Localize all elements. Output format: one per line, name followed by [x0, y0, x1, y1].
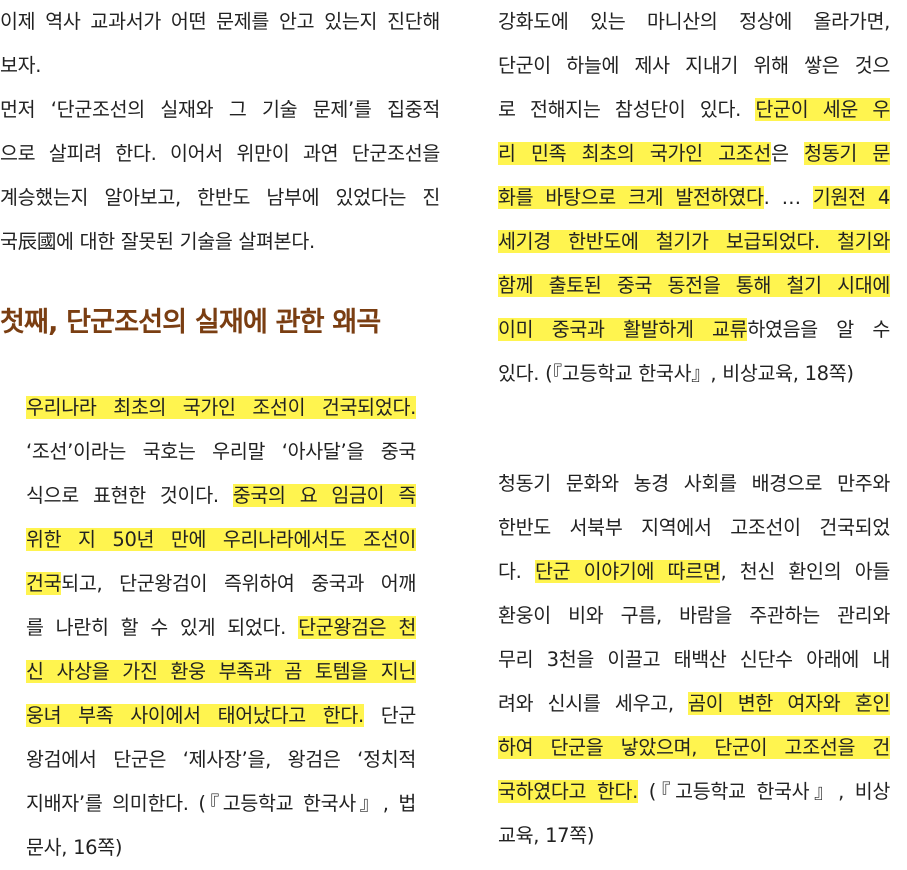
quote-line: 있다. (『고등학교 한국사』, 비상교육, 18쪽)	[498, 362, 854, 385]
highlighted-text: 함께 출토된 중국 동전을 통해 철기 시대에	[498, 274, 890, 297]
left-column: 이제 역사 교과서가 어떤 문제를 안고 있는지 진단해 보자. 먼저 ‘단군조…	[0, 0, 440, 264]
quote-text: 되고, 단군왕검이 즉위하여 중국과 어깨	[61, 572, 416, 595]
quote-line: 건국되고, 단군왕검이 즉위하여 중국과 어깨	[26, 562, 416, 606]
textbook-quote-left: 우리나라 최초의 국가인 조선이 건국되었다. ‘조선’이라는 국호는 우리말 …	[26, 386, 416, 870]
intro-line: 이제 역사 교과서가 어떤 문제를 안고 있는지 진단해	[0, 10, 440, 33]
highlighted-text: 중국의 요 임금이 즉	[232, 484, 416, 507]
highlighted-text: 화를 바탕으로 크게 발전하였다	[498, 186, 764, 209]
quote-line: 청동기 문화와 농경 사회를 배경으로 만주와	[498, 472, 890, 495]
quote-text: 려와 신시를 세우고,	[498, 692, 689, 715]
quote-text: 은	[771, 142, 805, 165]
quote-text: 다.	[498, 560, 535, 583]
quote-line: 로 전해지는 참성단이 있다. 단군이 세운 우	[498, 88, 890, 132]
highlighted-text: 세기경 한반도에 철기가 보급되었다. 철기와	[498, 230, 890, 253]
quote-line: 단군이 하늘에 제사 지내기 위해 쌓은 것으	[498, 54, 890, 77]
quote-text: 로 전해지는 참성단이 있다.	[498, 98, 756, 121]
highlighted-text: 신 사상을 가진 환웅 부족과 곰 토템을 지닌	[26, 660, 416, 683]
quote-line: 함께 출토된 중국 동전을 통해 철기 시대에	[498, 264, 890, 308]
quote-line: 강화도에 있는 마니산의 정상에 올라가면,	[498, 10, 890, 33]
highlighted-text: 단군이 세운 우	[755, 98, 890, 121]
quote-line: 교육, 17쪽)	[498, 824, 595, 847]
quote-line: 한반도 서북부 지역에서 고조선이 건국되었	[498, 516, 890, 539]
highlighted-text: 청동기 문	[804, 142, 890, 165]
quote-text: (『고등학교 한국사』, 비상	[638, 780, 891, 803]
quote-line: 지배자’를 의미한다. (『고등학교 한국사』, 법	[26, 792, 416, 815]
intro-line: 먼저 ‘단군조선의 실재와 그 기술 문제’를 집중적	[0, 98, 440, 121]
quote-line: 신 사상을 가진 환웅 부족과 곰 토템을 지닌	[26, 650, 416, 694]
textbook-quote-right-2: 청동기 문화와 농경 사회를 배경으로 만주와 한반도 서북부 지역에서 고조선…	[498, 462, 890, 858]
highlighted-text: 이미 중국과 활발하게 교류	[498, 318, 748, 341]
quote-line: 리 민족 최초의 국가인 고조선은 청동기 문	[498, 132, 890, 176]
quote-text: 하였음을 알 수	[747, 318, 890, 341]
highlighted-text: 위한 지 50년 만에 우리나라에서도 조선이	[26, 528, 416, 551]
section-heading: 첫째, 단군조선의 실재에 관한 왜곡	[0, 307, 381, 338]
intro-line: 국辰國에 대한 잘못된 기술을 살펴본다.	[0, 230, 315, 253]
quote-line: 왕검에서 단군은 ‘제사장’을, 왕검은 ‘정치적	[26, 748, 416, 771]
quote-line: 려와 신시를 세우고, 곰이 변한 여자와 혼인	[498, 682, 890, 726]
quote-line: 문사, 16쪽)	[26, 836, 123, 859]
highlighted-text: 건국	[26, 572, 62, 595]
intro-paragraph: 이제 역사 교과서가 어떤 문제를 안고 있는지 진단해 보자. 먼저 ‘단군조…	[0, 0, 440, 264]
quote-line: 국하였다고 한다. (『고등학교 한국사』, 비상	[498, 770, 890, 814]
intro-line: 으로 살피려 한다. 이어서 위만이 과연 단군조선을	[0, 142, 440, 165]
quote-line: 를 나란히 할 수 있게 되었다. 단군왕검은 천	[26, 606, 416, 650]
quote-text: . …	[763, 186, 813, 209]
quote-line: 화를 바탕으로 크게 발전하였다. … 기원전 4	[498, 176, 890, 220]
highlighted-text: 단군왕검은 천	[298, 616, 416, 639]
quote-line: 다. 단군 이야기에 따르면, 천신 환인의 아들	[498, 550, 890, 594]
quote-text: 를 나란히 할 수 있게 되었다.	[26, 616, 299, 639]
highlighted-text: 국하였다고 한다.	[498, 780, 639, 803]
quote-line: 식으로 표현한 것이다. 중국의 요 임금이 즉	[26, 474, 416, 518]
quote-line: 하여 단군을 낳았으며, 단군이 고조선을 건	[498, 726, 890, 770]
quote-line: 위한 지 50년 만에 우리나라에서도 조선이	[26, 518, 416, 562]
intro-line: 보자.	[0, 54, 42, 77]
intro-line: 계승했는지 알아보고, 한반도 남부에 있었다는 진	[0, 186, 440, 209]
quote-line: 이미 중국과 활발하게 교류하였음을 알 수	[498, 308, 890, 352]
textbook-quote-right-1: 강화도에 있는 마니산의 정상에 올라가면, 단군이 하늘에 제사 지내기 위해…	[498, 0, 890, 396]
highlighted-text: 웅녀 부족 사이에서 태어났다고 한다.	[26, 704, 364, 727]
quote-line: 환웅이 비와 구름, 바람을 주관하는 관리와	[498, 604, 890, 627]
quote-line: 무리 3천을 이끌고 태백산 신단수 아래에 내	[498, 648, 890, 671]
quote-line: ‘조선’이라는 국호는 우리말 ‘아사달’을 중국	[26, 440, 416, 463]
highlighted-text: 곰이 변한 여자와 혼인	[688, 692, 890, 715]
highlighted-text: 리 민족 최초의 국가인 고조선	[498, 142, 772, 165]
quote-line: 우리나라 최초의 국가인 조선이 건국되었다.	[26, 386, 416, 430]
highlighted-text: 우리나라 최초의 국가인 조선이 건국되었다.	[26, 396, 416, 419]
quote-text: 단군	[363, 704, 417, 727]
quote-line: 웅녀 부족 사이에서 태어났다고 한다. 단군	[26, 694, 416, 738]
quote-line: 세기경 한반도에 철기가 보급되었다. 철기와	[498, 220, 890, 264]
quote-text: 식으로 표현한 것이다.	[26, 484, 233, 507]
quote-text: , 천신 환인의 아들	[720, 560, 891, 583]
highlighted-text: 단군 이야기에 따르면	[534, 560, 721, 583]
highlighted-text: 기원전 4	[812, 186, 890, 209]
highlighted-text: 하여 단군을 낳았으며, 단군이 고조선을 건	[498, 736, 890, 759]
